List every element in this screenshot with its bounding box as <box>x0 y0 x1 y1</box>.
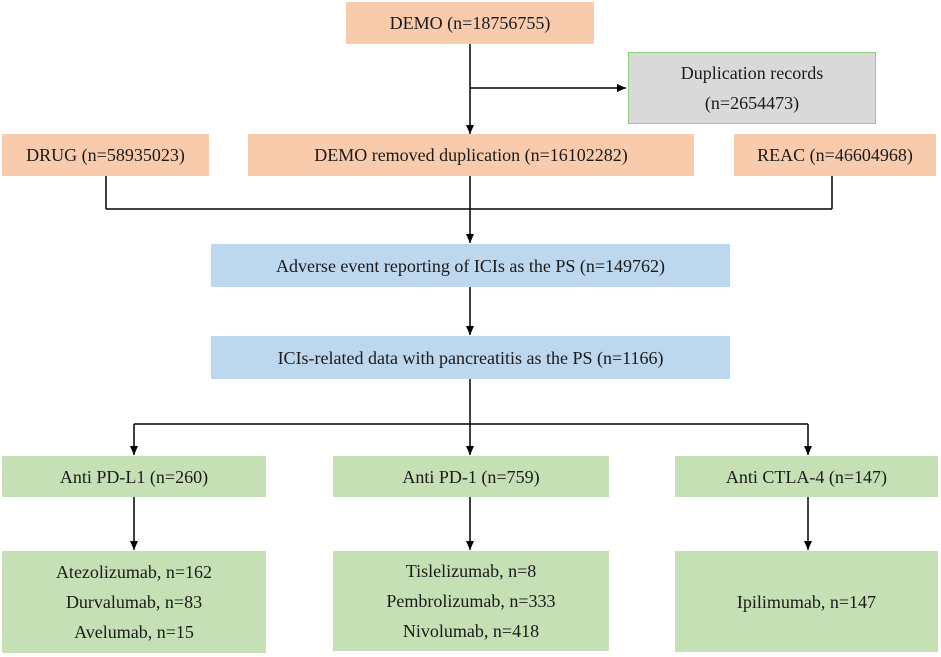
ctla4-drugs-box: Ipilimumab, n=147 <box>675 551 938 652</box>
reac-label: REAC (n=46604968) <box>757 145 913 165</box>
list-item: Tislelizumab, n=8 <box>405 561 537 581</box>
adverse-event-label: Adverse event reporting of ICIs as the P… <box>275 255 666 276</box>
anti-ctla4-label: Anti CTLA-4 (n=147) <box>725 466 888 487</box>
demo-removed-label: DEMO removed duplication (n=16102282) <box>314 145 628 165</box>
duplication-title: Duplication records <box>680 63 824 83</box>
anti-pd1-box: Anti PD-1 (n=759) <box>333 456 609 497</box>
adverse-event-box: Adverse event reporting of ICIs as the P… <box>211 244 730 287</box>
demo-label: DEMO (n=18756755) <box>389 13 551 33</box>
pd1-drugs-box: Tislelizumab, n=8 Pembrolizumab, n=333 N… <box>333 551 609 651</box>
demo-box: DEMO (n=18756755) <box>346 2 594 44</box>
demo-removed-box: DEMO removed duplication (n=16102282) <box>248 134 694 176</box>
list-item: Durvalumab, n=83 <box>65 592 203 612</box>
list-item: Atezolizumab, n=162 <box>55 562 213 582</box>
drug-box: DRUG (n=58935023) <box>2 134 209 176</box>
reac-box: REAC (n=46604968) <box>734 134 936 176</box>
duplication-count: (n=2654473) <box>704 93 800 113</box>
anti-pdl1-label: Anti PD-L1 (n=260) <box>59 466 209 487</box>
pancreatitis-box: ICIs-related data with pancreatitis as t… <box>211 336 730 379</box>
anti-pd1-label: Anti PD-1 (n=759) <box>402 466 540 487</box>
list-item: Avelumab, n=15 <box>74 622 194 642</box>
list-item: Nivolumab, n=418 <box>402 621 540 641</box>
list-item: Pembrolizumab, n=333 <box>386 591 556 611</box>
list-item: Ipilimumab, n=147 <box>736 591 877 612</box>
duplication-records-box: Duplication records (n=2654473) <box>628 52 876 124</box>
pdl1-drugs-box: Atezolizumab, n=162 Durvalumab, n=83 Ave… <box>2 551 266 653</box>
anti-ctla4-box: Anti CTLA-4 (n=147) <box>675 456 938 497</box>
anti-pdl1-box: Anti PD-L1 (n=260) <box>2 456 266 497</box>
drug-label: DRUG (n=58935023) <box>26 145 185 165</box>
pancreatitis-label: ICIs-related data with pancreatitis as t… <box>277 347 664 368</box>
